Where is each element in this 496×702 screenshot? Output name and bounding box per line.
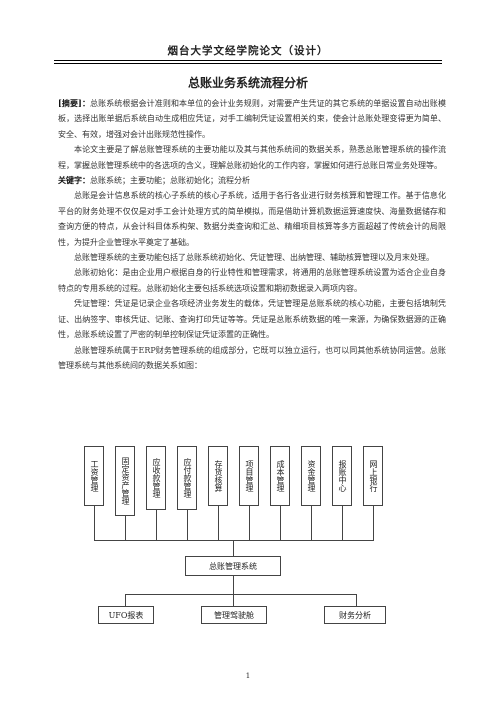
box-online-bank: 网上银行 bbox=[363, 446, 383, 506]
connector-bank bbox=[373, 506, 374, 540]
box-fixed-assets: 固定资产管理 bbox=[115, 446, 135, 516]
paper-body: [摘要]：总账系统根据会计准则和本单位的会计业务规则，对需要产生凭证的其它系统的… bbox=[58, 96, 446, 373]
system-relationship-diagram: 工资管理 固定资产管理 应收款管理 应付款管理 存货核算 项目管理 成本管理 资… bbox=[78, 444, 398, 654]
connector-ufo bbox=[125, 594, 126, 606]
box-inventory: 存货核算 bbox=[208, 446, 228, 506]
abstract-label: [摘要]： bbox=[58, 98, 91, 108]
body-paragraph-4: 凭证管理：凭证是记录企业各项经济业务发生的载体，凭证管理是总账系统的核心功能，主… bbox=[58, 299, 446, 340]
connector-payroll bbox=[94, 506, 95, 540]
connector-cockpit bbox=[233, 594, 234, 606]
box-expense-center: 报账中心 bbox=[332, 446, 352, 506]
box-payables: 应付款管理 bbox=[177, 446, 197, 510]
box-general-ledger: 总账管理系统 bbox=[185, 556, 281, 576]
abstract-paragraph-2: 本论文主要是了解总账管理系统的主要功能以及其与其他系统间的数据关系，熟悉总账管理… bbox=[58, 145, 446, 170]
box-project: 项目管理 bbox=[239, 446, 259, 506]
box-cost: 成本管理 bbox=[270, 446, 290, 506]
bus-to-center bbox=[233, 540, 234, 556]
paper-title: 总账业务系统流程分析 bbox=[187, 76, 308, 90]
center-to-bottom bbox=[233, 576, 234, 594]
header-rule-thin bbox=[54, 63, 442, 64]
connector-payables bbox=[187, 510, 188, 540]
connector-inventory bbox=[218, 506, 219, 540]
body-paragraph-1: 总账是会计信息系统的核心子系统的核心子系统，适用于各行各业进行财务核算和管理工作… bbox=[58, 191, 446, 247]
body-paragraph-3: 总账初始化：是由企业用户根据自身的行业特性和管理需求，将通用的总账管理系统设置为… bbox=[58, 268, 446, 293]
box-financial-analysis: 财务分析 bbox=[324, 606, 386, 624]
connector-receivables bbox=[156, 510, 157, 540]
keywords-label: 关键字： bbox=[58, 175, 90, 186]
keywords-text: 总账系统；主要功能；总账初始化；流程分析 bbox=[90, 176, 250, 186]
keywords-line: 关键字：总账系统；主要功能；总账初始化；流程分析 bbox=[58, 173, 446, 188]
body-paragraph-5: 总账管理系统属于ERP财务管理系统的组成部分，它既可以独立运行，也可以同其他系统… bbox=[58, 345, 446, 370]
connector-expense bbox=[342, 506, 343, 540]
header-rule bbox=[54, 60, 442, 61]
connector-fixed-assets bbox=[125, 516, 126, 540]
box-payroll: 工资管理 bbox=[84, 446, 104, 506]
bottom-bus-line bbox=[125, 594, 357, 595]
page-number: 1 bbox=[245, 672, 251, 680]
box-management-cockpit: 管理驾驶舱 bbox=[201, 606, 267, 624]
box-ufo-report: UFO报表 bbox=[98, 606, 154, 624]
body-paragraph-2: 总账管理系统的主要功能包括了总账系统初始化、凭证管理、出纳管理、辅助核算管理以及… bbox=[74, 253, 434, 263]
document-header: 烟台大学文经学院论文（设计） bbox=[167, 45, 329, 57]
box-receivables: 应收款管理 bbox=[146, 446, 166, 510]
abstract-paragraph: [摘要]：总账系统根据会计准则和本单位的会计业务规则，对需要产生凭证的其它系统的… bbox=[58, 96, 446, 142]
connector-analysis bbox=[356, 594, 357, 606]
box-funds: 资金管理 bbox=[301, 446, 321, 506]
connector-project bbox=[249, 506, 250, 540]
top-bus-line bbox=[94, 540, 374, 541]
connector-cost bbox=[280, 506, 281, 540]
abstract-text: 总账系统根据会计准则和本单位的会计业务规则，对需要产生凭证的其它系统的单据设置自… bbox=[58, 99, 446, 139]
connector-funds bbox=[311, 506, 312, 540]
